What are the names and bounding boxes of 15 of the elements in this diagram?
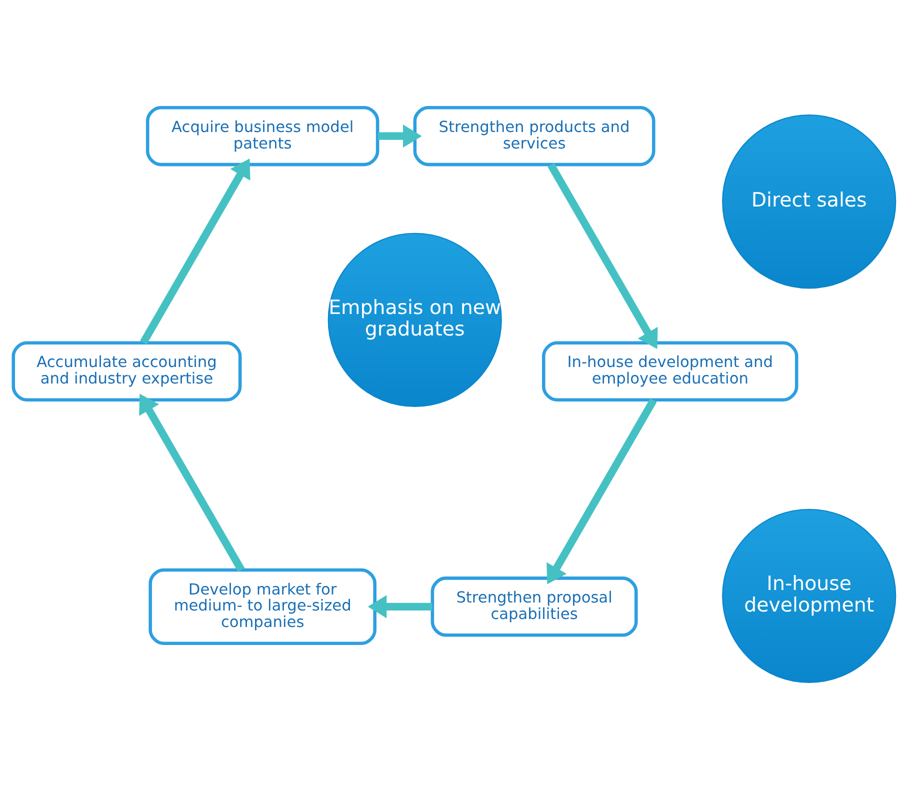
node-circle: Direct sales (722, 114, 896, 289)
arrow (547, 163, 658, 350)
node-box: Accumulate accounting and industry expertise (11, 341, 242, 402)
arrow (377, 124, 422, 148)
node-box: Acquire business model patents (145, 106, 379, 166)
arrow (140, 158, 250, 344)
node-box: In-house development and employee education (541, 341, 798, 402)
arrow (367, 595, 432, 618)
node-box: Strengthen proposal capabilities (430, 576, 638, 637)
node-box: Develop market for medium- to large-sized companies (148, 568, 376, 645)
node-box: Strengthen products and services (412, 106, 655, 166)
node-circle: Emphasis on new graduates (327, 232, 502, 407)
node-circle: In-house development (722, 508, 896, 683)
arrow (138, 394, 244, 572)
arrow (546, 398, 656, 584)
